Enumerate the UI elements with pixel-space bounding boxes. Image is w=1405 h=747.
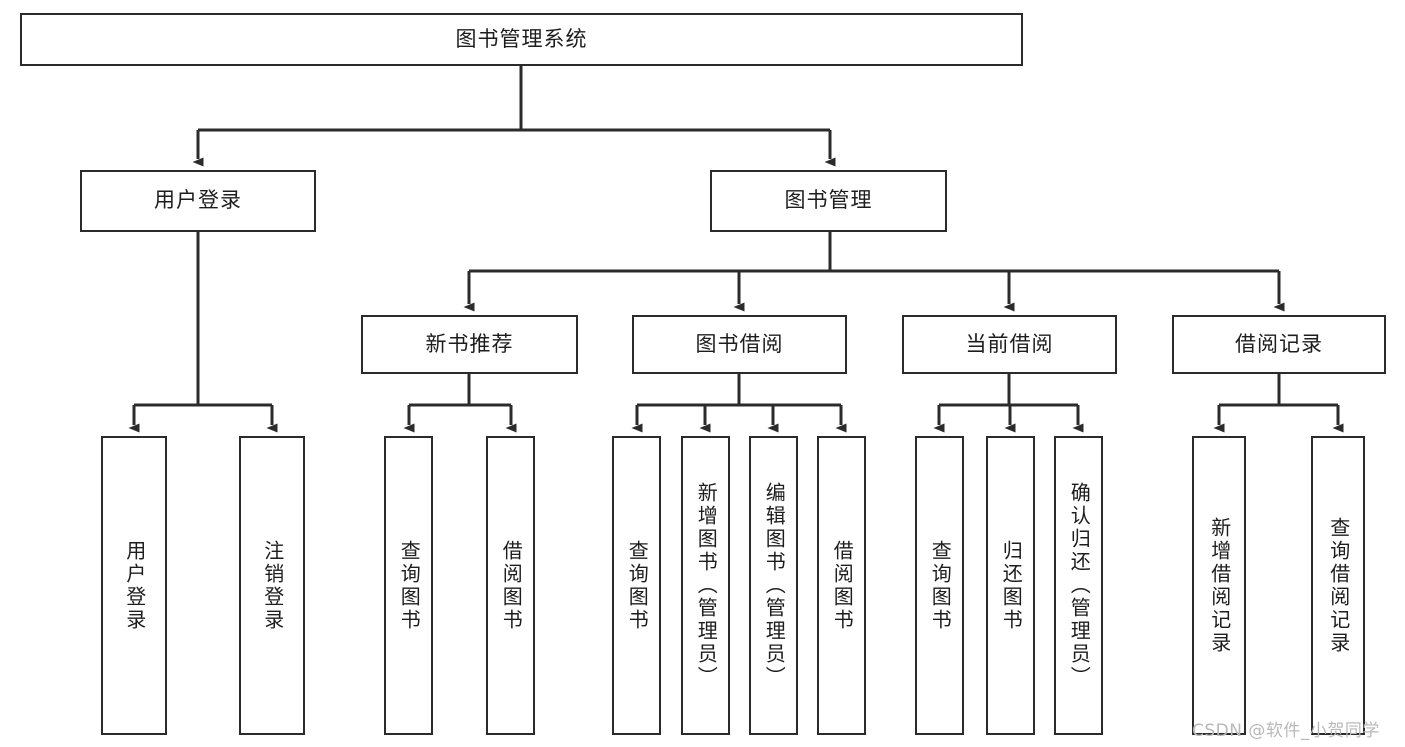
- node-root[interactable]: 图书管理系统: [20, 13, 1023, 66]
- node-leaf-return-book[interactable]: 归还图书: [986, 436, 1035, 735]
- node-leaf-query-record[interactable]: 查询借阅记录: [1311, 436, 1365, 735]
- node-leaf-user-logout-label: 注销登录: [260, 539, 285, 632]
- node-leaf-borrow-book-1[interactable]: 借阅图书: [486, 436, 535, 735]
- edges-currentborrow-to-leaves: [933, 374, 1084, 433]
- node-leaf-query-record-label: 查询借阅记录: [1326, 516, 1351, 655]
- node-leaf-add-record-label: 新增借阅记录: [1207, 516, 1232, 655]
- node-leaf-query-book-3[interactable]: 查询图书: [915, 436, 964, 735]
- node-leaf-query-book-3-label: 查询图书: [928, 539, 953, 632]
- node-book-borrow-label: 图书借阅: [695, 331, 784, 356]
- watermark: CSDN @软件_小贺同学: [1192, 721, 1380, 741]
- node-leaf-add-record[interactable]: 新增借阅记录: [1192, 436, 1246, 735]
- node-leaf-query-book-1-label: 查询图书: [397, 539, 422, 632]
- node-book-manage[interactable]: 图书管理: [710, 170, 947, 232]
- node-leaf-user-login-label: 用户登录: [122, 539, 147, 632]
- node-leaf-query-book-2[interactable]: 查询图书: [612, 436, 661, 735]
- edges-borrowrecord-to-leaves: [1213, 374, 1344, 433]
- node-leaf-query-book-1[interactable]: 查询图书: [384, 436, 433, 735]
- edges-root-to-level1: [192, 66, 836, 167]
- edges-bookmanage-to-level2: [463, 232, 1285, 312]
- node-leaf-query-book-2-label: 查询图书: [625, 539, 650, 632]
- edges-bookborrow-to-leaves: [631, 374, 847, 433]
- node-leaf-edit-book[interactable]: 编辑图书（管理员）: [749, 436, 798, 735]
- node-root-label: 图书管理系统: [455, 26, 588, 51]
- node-borrow-record[interactable]: 借阅记录: [1172, 315, 1386, 374]
- node-leaf-add-book[interactable]: 新增图书（管理员）: [681, 436, 730, 735]
- node-new-book-rec[interactable]: 新书推荐: [361, 315, 578, 374]
- node-leaf-borrow-book-2-label: 借阅图书: [830, 539, 855, 632]
- node-leaf-add-book-label: 新增图书（管理员）: [694, 482, 719, 689]
- node-leaf-confirm-return-label: 确认归还（管理员）: [1067, 482, 1092, 689]
- node-leaf-user-login[interactable]: 用户登录: [101, 436, 167, 735]
- edges-userlogin-to-leaves: [128, 232, 278, 433]
- node-current-borrow-label: 当前借阅: [965, 331, 1054, 356]
- node-leaf-confirm-return[interactable]: 确认归还（管理员）: [1054, 436, 1103, 735]
- node-user-login-label: 用户登录: [154, 188, 242, 213]
- edges-newbook-to-leaves: [403, 374, 517, 433]
- node-new-book-rec-label: 新书推荐: [425, 331, 514, 356]
- node-leaf-user-logout[interactable]: 注销登录: [239, 436, 305, 735]
- node-user-login[interactable]: 用户登录: [80, 170, 316, 232]
- node-leaf-borrow-book-2[interactable]: 借阅图书: [817, 436, 866, 735]
- node-leaf-edit-book-label: 编辑图书（管理员）: [762, 482, 787, 689]
- node-book-borrow[interactable]: 图书借阅: [632, 315, 847, 374]
- node-borrow-record-label: 借阅记录: [1235, 331, 1323, 356]
- node-current-borrow[interactable]: 当前借阅: [902, 315, 1117, 374]
- node-leaf-borrow-book-1-label: 借阅图书: [499, 539, 524, 632]
- node-leaf-return-book-label: 归还图书: [999, 539, 1024, 632]
- node-book-manage-label: 图书管理: [784, 188, 873, 213]
